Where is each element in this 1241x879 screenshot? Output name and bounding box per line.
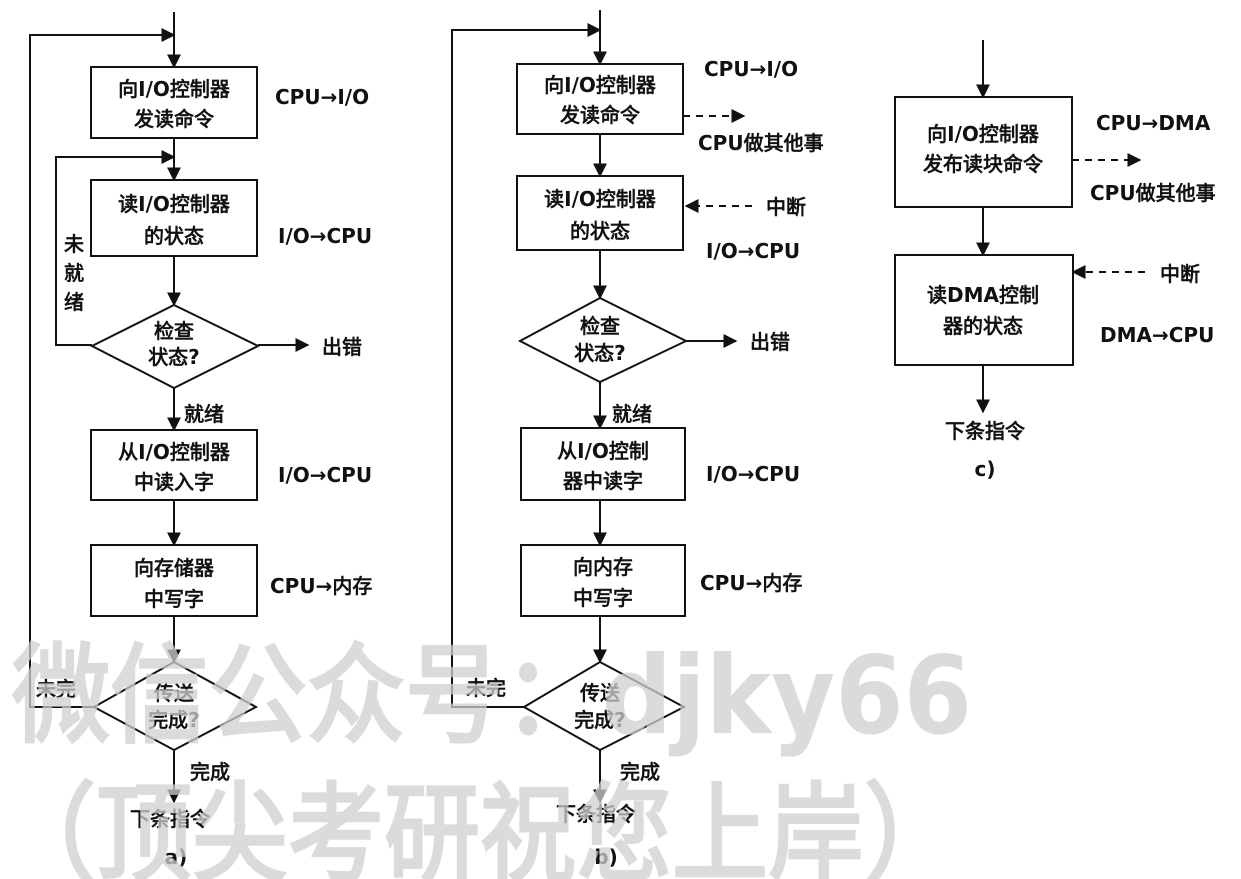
b-box2-line2: 的状态 (570, 219, 630, 243)
a-label-next: 下条指令 (130, 807, 211, 831)
b-label-not-done: 未完 (466, 676, 506, 700)
a-label-ready: 就绪 (184, 402, 224, 426)
c-note-other-work: CPU做其他事 (1090, 181, 1216, 205)
watermark-line-2: （顶尖考研祝您上岸） (0, 773, 960, 879)
a-box2-line1: 读I/O控制器 (118, 192, 231, 216)
c-box2-line2: 器的状态 (942, 314, 1023, 338)
b-box4-line2: 中写字 (573, 586, 633, 610)
c-box1-line1: 向I/O控制器 (927, 122, 1040, 146)
b-box3-line1: 从I/O控制 (557, 439, 649, 463)
b-decision-check-status (517, 296, 689, 384)
a-caption: a) (165, 845, 188, 869)
a-note-io-cpu-1: I/O→CPU (278, 224, 372, 248)
b-note-cpu-mem: CPU→内存 (700, 571, 802, 595)
c-caption: c) (975, 457, 996, 481)
b-label-done: 完成 (620, 760, 660, 784)
b-box1-line1: 向I/O控制器 (544, 73, 657, 97)
b-label-error: 出错 (750, 330, 790, 354)
a-not-ready-2: 就 (64, 261, 84, 285)
panel-c: 向I/O控制器 发布读块命令 读DMA控制 器的状态 CPU→DMA CPU做其… (894, 40, 1216, 481)
c-label-next: 下条指令 (945, 419, 1026, 443)
b-box-write-memory (520, 544, 686, 617)
a-label-error: 出错 (322, 335, 362, 359)
b-d2-line2: 完成? (574, 708, 626, 732)
c-box-read-dma-status (894, 254, 1074, 366)
a-box3-line2: 中读入字 (134, 470, 214, 494)
a-d2-line1: 传送 (153, 681, 195, 705)
a-loop-not-ready (55, 150, 176, 346)
watermark-line-1: 微信公众号：djky66 (11, 634, 972, 759)
c-note-interrupt: 中断 (1160, 262, 1200, 286)
b-note-interrupt: 中断 (766, 195, 806, 219)
a-d1-line2: 状态? (148, 345, 200, 369)
a-box1-line1: 向I/O控制器 (118, 77, 231, 101)
panel-a: 向I/O控制器 发读命令 读I/O控制器 的状态 检查 状态? 从I/O控制器 … (29, 12, 372, 869)
b-box2-line1: 读I/O控制器 (544, 187, 657, 211)
c-note-cpu-dma: CPU→DMA (1096, 111, 1211, 135)
a-not-ready-3: 绪 (64, 290, 84, 314)
watermark: 微信公众号：djky66 （顶尖考研祝您上岸） (0, 634, 972, 879)
a-decision-check-status (89, 303, 261, 390)
b-label-next: 下条指令 (556, 802, 637, 826)
a-box4-line2: 中写字 (144, 587, 204, 611)
a-box2-line2: 的状态 (144, 224, 204, 248)
b-box1-line2: 发读命令 (559, 103, 641, 127)
b-note-other-work: CPU做其他事 (698, 131, 824, 155)
a-note-cpu-mem: CPU→内存 (270, 574, 372, 598)
c-box-send-block-command (894, 96, 1073, 208)
b-d1-line2: 状态? (574, 341, 626, 365)
a-not-ready-1: 未 (64, 232, 84, 256)
a-decision-transfer-done (91, 660, 259, 752)
a-note-cpu-io: CPU→I/O (275, 85, 369, 109)
a-box3-line1: 从I/O控制器 (118, 440, 231, 464)
a-box-send-read-command (90, 66, 258, 139)
b-note-io-cpu-1: I/O→CPU (706, 239, 800, 263)
b-loop-not-done (451, 23, 602, 708)
b-label-ready: 就绪 (612, 402, 652, 426)
a-box-write-memory (90, 544, 258, 617)
b-box-read-status (516, 175, 684, 251)
b-box-read-word (520, 427, 686, 501)
a-box1-line2: 发读命令 (133, 107, 215, 131)
c-box2-line1: 读DMA控制 (927, 283, 1039, 307)
b-d2-line1: 传送 (579, 681, 621, 705)
c-note-dma-cpu: DMA→CPU (1100, 323, 1214, 347)
a-d2-line2: 完成? (148, 708, 200, 732)
a-box4-line1: 向存储器 (134, 556, 215, 580)
a-label-done: 完成 (190, 760, 230, 784)
panel-b: 向I/O控制器 发读命令 读I/O控制器 的状态 检查 状态? 从I/O控制 器… (451, 10, 824, 869)
b-d1-line1: 检查 (580, 314, 620, 338)
a-box-read-status (90, 179, 258, 257)
a-box-read-word (90, 429, 258, 501)
b-decision-transfer-done (522, 660, 687, 752)
b-box3-line2: 器中读字 (562, 469, 643, 493)
a-loop-not-done (29, 28, 176, 708)
a-d1-line1: 检查 (154, 319, 194, 343)
b-note-io-cpu-2: I/O→CPU (706, 462, 800, 486)
c-box1-line2: 发布读块命令 (922, 152, 1044, 176)
b-caption: b) (594, 845, 617, 869)
b-note-cpu-io: CPU→I/O (704, 57, 798, 81)
b-box4-line1: 向内存 (573, 555, 633, 579)
a-note-io-cpu-2: I/O→CPU (278, 463, 372, 487)
b-box-send-read-command (516, 63, 684, 135)
a-label-not-done: 未完 (36, 677, 76, 701)
